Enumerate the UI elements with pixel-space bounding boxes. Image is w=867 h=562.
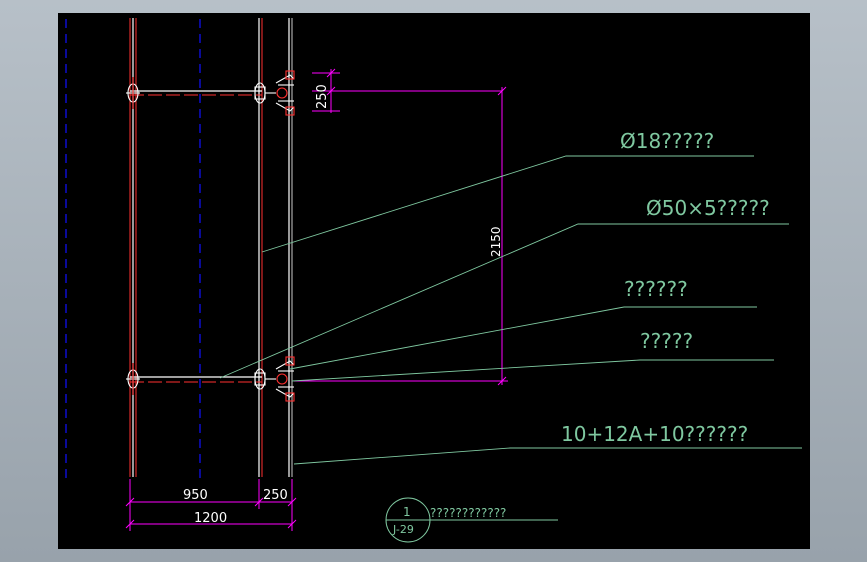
callout-rod: Ø18????? xyxy=(620,129,714,153)
leader-4 xyxy=(291,359,774,382)
dim-bottom-left: 950 xyxy=(183,488,208,503)
detail-title: ???????????? xyxy=(430,506,506,520)
joint-top-mid xyxy=(254,82,276,104)
detail-marker: 1 J-29 ???????????? xyxy=(385,497,558,543)
spider-top xyxy=(275,70,295,116)
callout-texts: Ø18????? Ø50×5????? ?????? ????? 10+12A+… xyxy=(561,129,770,446)
tie-rods xyxy=(130,90,262,383)
spider-bottom xyxy=(275,356,295,402)
leaders xyxy=(219,155,802,465)
vertical-members xyxy=(129,18,293,477)
detail-sheet: J-29 xyxy=(392,523,414,536)
dim-bottom-right: 250 xyxy=(263,488,288,503)
leader-5 xyxy=(293,447,802,465)
joint-bottom-left xyxy=(126,363,140,395)
dimension-texts: 250 2150 950 250 1200 xyxy=(183,84,503,526)
dimensions xyxy=(125,68,508,531)
drawing-canvas: 250 2150 950 250 1200 Ø18????? Ø50×5????… xyxy=(65,18,802,543)
leader-1 xyxy=(261,155,754,253)
callout-glass: 10+12A+10?????? xyxy=(561,422,748,446)
joints xyxy=(126,70,295,402)
joint-top-left xyxy=(126,77,140,109)
joint-bottom-mid xyxy=(254,368,276,390)
dim-top-offset: 250 xyxy=(315,84,330,109)
leader-2 xyxy=(219,223,789,379)
callout-4: ????? xyxy=(640,329,693,353)
callout-3: ?????? xyxy=(624,277,688,301)
dim-height: 2150 xyxy=(489,226,503,257)
centerlines xyxy=(65,19,201,479)
dim-bottom-total: 1200 xyxy=(194,511,227,526)
leader-3 xyxy=(289,306,757,370)
cad-viewport[interactable]: 250 2150 950 250 1200 Ø18????? Ø50×5????… xyxy=(58,13,810,549)
detail-number: 1 xyxy=(403,505,411,519)
callout-tube: Ø50×5????? xyxy=(646,196,770,220)
